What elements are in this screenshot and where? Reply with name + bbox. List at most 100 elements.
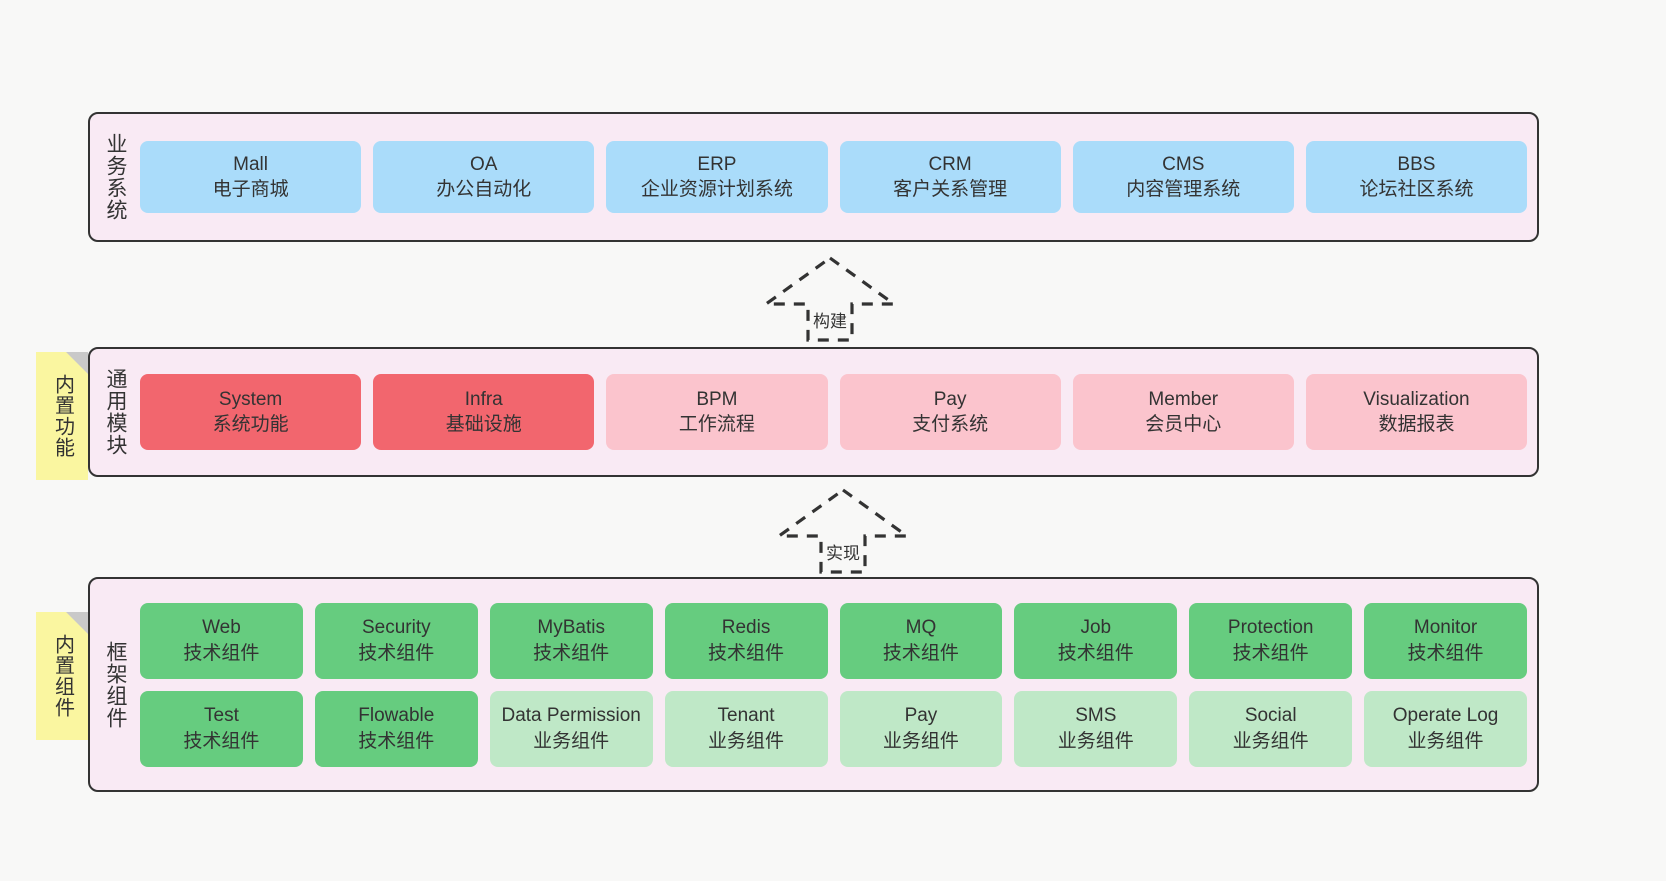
box-name: Flowable (358, 705, 435, 727)
layer-business-systems: 业务系统 Mall 电子商城 OA 办公自动化 ERP 企业资源计划系统 CRM… (88, 112, 1539, 242)
box-monitor[interactable]: Monitor 技术组件 (1364, 602, 1527, 679)
box-name: Security (361, 617, 431, 639)
box-name: Visualization (1363, 388, 1470, 410)
box-name: Social (1244, 705, 1297, 727)
box-desc: 基础设施 (445, 414, 522, 435)
arrow-realize: 实现 (768, 488, 918, 574)
layer-common-modules: 通用模块 System 系统功能 Infra 基础设施 BPM 工作流程 Pay… (88, 347, 1539, 477)
box-desc: 业务组件 (1057, 730, 1134, 752)
box-name: Operate Log (1392, 705, 1499, 727)
note-fold-corner-icon (66, 352, 88, 374)
box-desc: 数据报表 (1378, 414, 1455, 435)
box-name: BPM (696, 388, 738, 410)
framework-row-1: Web 技术组件 Security 技术组件 MyBatis 技术组件 Redi… (140, 602, 1527, 679)
box-oa[interactable]: OA 办公自动化 (373, 141, 595, 213)
box-desc: 技术组件 (1057, 642, 1134, 664)
box-redis[interactable]: Redis 技术组件 (664, 602, 828, 679)
box-desc: 技术组件 (1232, 642, 1309, 664)
box-crm[interactable]: CRM 客户关系管理 (839, 141, 1061, 213)
box-name: CMS (1162, 153, 1205, 175)
box-desc: 技术组件 (358, 730, 435, 752)
arrow-build-label: 构建 (813, 312, 847, 331)
box-desc: 技术组件 (183, 642, 260, 664)
box-pay[interactable]: Pay 支付系统 (839, 374, 1061, 450)
box-data-permission[interactable]: Data Permission 业务组件 (489, 690, 653, 767)
box-erp[interactable]: ERP 企业资源计划系统 (606, 141, 828, 213)
box-name: BBS (1397, 153, 1436, 175)
box-desc: 电子商城 (212, 179, 289, 200)
box-desc: 业务组件 (1232, 730, 1309, 752)
box-flowable[interactable]: Flowable 技术组件 (314, 690, 478, 767)
box-bpm[interactable]: BPM 工作流程 (606, 374, 828, 450)
box-job[interactable]: Job 技术组件 (1014, 602, 1178, 679)
box-system[interactable]: System 系统功能 (140, 374, 362, 450)
arrow-build-icon (761, 256, 899, 342)
box-name: Redis (721, 617, 771, 639)
box-tenant[interactable]: Tenant 业务组件 (664, 690, 828, 767)
box-desc: 业务组件 (533, 730, 610, 752)
sticky-note-builtin-functions: 内置功能 (36, 352, 88, 480)
box-desc: 业务组件 (1407, 730, 1484, 752)
box-name: Test (204, 705, 239, 727)
box-desc: 业务组件 (708, 730, 785, 752)
box-operate-log[interactable]: Operate Log 业务组件 (1364, 690, 1527, 767)
box-name: Pay (904, 705, 938, 727)
box-pay-component[interactable]: Pay 业务组件 (839, 690, 1003, 767)
layer-title-framework-components: 框架组件 (103, 640, 127, 729)
layer-framework-components: 框架组件 Web 技术组件 Security 技术组件 MyBatis 技术组件… (88, 577, 1539, 792)
note-label: 内置组件 (51, 634, 74, 718)
box-desc: 支付系统 (912, 414, 989, 435)
box-desc: 论坛社区系统 (1359, 179, 1474, 200)
box-desc: 企业资源计划系统 (640, 179, 793, 200)
box-protection[interactable]: Protection 技术组件 (1189, 602, 1353, 679)
box-name: OA (470, 153, 498, 175)
box-name: Protection (1227, 617, 1314, 639)
arrow-realize-icon (774, 488, 912, 574)
layer-body-common-modules: System 系统功能 Infra 基础设施 BPM 工作流程 Pay 支付系统… (140, 349, 1537, 475)
box-visualization[interactable]: Visualization 数据报表 (1305, 374, 1528, 450)
framework-row-2: Test 技术组件 Flowable 技术组件 Data Permission … (140, 690, 1527, 767)
box-desc: 技术组件 (882, 642, 959, 664)
box-desc: 会员中心 (1145, 414, 1222, 435)
box-bbs[interactable]: BBS 论坛社区系统 (1305, 141, 1528, 213)
box-sms[interactable]: SMS 业务组件 (1014, 690, 1178, 767)
box-name: Mall (233, 153, 268, 175)
box-name: Tenant (717, 705, 775, 727)
box-name: Pay (933, 388, 967, 410)
box-desc: 技术组件 (183, 730, 260, 752)
box-name: System (218, 388, 283, 410)
box-desc: 内容管理系统 (1126, 179, 1241, 200)
box-name: CRM (928, 153, 972, 175)
note-label: 内置功能 (51, 374, 74, 458)
layer-title-common-modules: 通用模块 (103, 368, 127, 456)
box-security[interactable]: Security 技术组件 (314, 602, 478, 679)
box-desc: 技术组件 (1407, 642, 1484, 664)
box-name: ERP (697, 153, 737, 175)
box-desc: 系统功能 (212, 414, 289, 435)
arrow-build: 构建 (755, 256, 905, 342)
box-test[interactable]: Test 技术组件 (140, 690, 303, 767)
box-infra[interactable]: Infra 基础设施 (373, 374, 595, 450)
box-desc: 技术组件 (708, 642, 785, 664)
box-desc: 技术组件 (358, 642, 435, 664)
box-name: Job (1080, 617, 1112, 639)
box-desc: 工作流程 (678, 414, 755, 435)
box-web[interactable]: Web 技术组件 (140, 602, 303, 679)
layer-body-framework-components: Web 技术组件 Security 技术组件 MyBatis 技术组件 Redi… (140, 579, 1537, 790)
layer-body-business-systems: Mall 电子商城 OA 办公自动化 ERP 企业资源计划系统 CRM 客户关系… (140, 114, 1537, 240)
box-name: Member (1148, 388, 1219, 410)
box-mq[interactable]: MQ 技术组件 (839, 602, 1003, 679)
box-desc: 客户关系管理 (893, 179, 1008, 200)
box-desc: 技术组件 (533, 642, 610, 664)
box-name: SMS (1075, 705, 1117, 727)
box-cms[interactable]: CMS 内容管理系统 (1072, 141, 1294, 213)
arrow-realize-label: 实现 (826, 544, 860, 563)
box-member[interactable]: Member 会员中心 (1072, 374, 1294, 450)
box-mybatis[interactable]: MyBatis 技术组件 (489, 602, 653, 679)
box-name: Web (202, 617, 241, 639)
box-social[interactable]: Social 业务组件 (1189, 690, 1353, 767)
box-mall[interactable]: Mall 电子商城 (140, 141, 362, 213)
box-name: Monitor (1413, 617, 1478, 639)
sticky-note-builtin-components: 内置组件 (36, 612, 88, 740)
